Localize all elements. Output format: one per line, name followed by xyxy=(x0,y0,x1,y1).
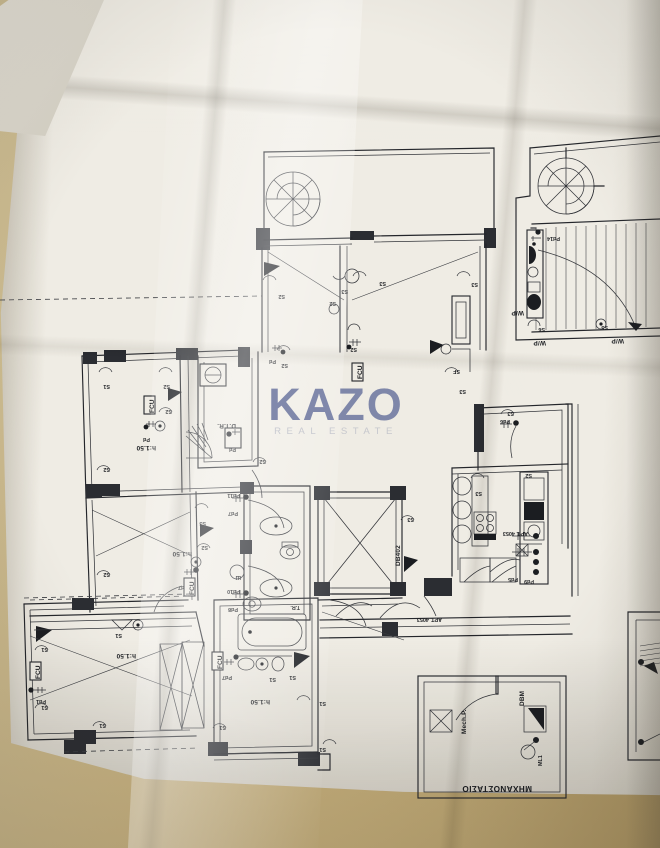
label-s3-a: S3 xyxy=(379,280,386,286)
label-ml1: ML1 xyxy=(538,755,544,766)
inset-top-right: W/P W/P W/P Pd14 S6 S5 xyxy=(511,135,660,346)
label-pd-left: Pd xyxy=(143,436,150,442)
stair-core: D.T.R. Pd S2 xyxy=(185,351,267,499)
label-s2-h: S2 xyxy=(103,571,110,577)
stair-fan xyxy=(185,422,213,459)
label-height-3: h:1.50 xyxy=(116,652,136,659)
label-pd7-c: Pd7 xyxy=(222,674,232,680)
construction-lines xyxy=(0,251,479,701)
label-s2-g: S2 xyxy=(103,466,110,472)
label-s2-f: S2 xyxy=(165,408,172,414)
label-s2-b: S2 xyxy=(281,362,288,368)
label-s3-g: S3 xyxy=(475,490,482,496)
kitchen-block: S3 S2 Pd6 S3 APT. 4053 Pd5 xyxy=(423,403,579,617)
label-height-4: h:1.50 xyxy=(250,698,270,705)
label-pd11: Pd11 xyxy=(227,492,240,498)
label-s1-g: S1 xyxy=(289,674,296,680)
label-apt-tag: APT. 4053 xyxy=(417,616,442,622)
label-tr: T.R. xyxy=(290,604,300,610)
mech-room-block: Mech.P. DBM ML1 ΜΗΧΑΝΟΣΤΑΣΙΟ xyxy=(417,675,567,799)
label-s3-d: S3 xyxy=(459,388,466,394)
balcony-band: APT. 4053 xyxy=(213,602,573,771)
label-pd-dtr: Pd xyxy=(229,446,236,452)
label-pd7-b: Pd7 xyxy=(228,510,238,516)
label-s2-i: S2 xyxy=(201,544,208,550)
label-s1-d: S1 xyxy=(99,722,106,728)
label-p12: APT. 4053 xyxy=(503,530,528,536)
label-s3-h: S3 xyxy=(507,410,514,416)
label-fcu-bottom-left: FCU xyxy=(35,665,42,679)
label-s3-f: S3 xyxy=(407,516,414,522)
inset-right-edge xyxy=(627,611,660,761)
label-pd1: Pd1 xyxy=(36,698,46,704)
label-s1-j: S1 xyxy=(319,746,326,752)
spiral-staircase-inset xyxy=(537,147,605,215)
label-height-2: h:1.50 xyxy=(172,550,192,557)
upper-block: S2 S3 S3 S3 S2 S2 S2 FCU xyxy=(256,147,496,394)
label-s1-i: S1 xyxy=(319,700,326,706)
label-pd10: Pd10 xyxy=(227,588,240,594)
label-mech-panel: Mech.P. xyxy=(461,709,468,734)
label-s1-f: S1 xyxy=(269,676,276,682)
label-s2-a: S2 xyxy=(278,293,285,299)
label-s1-b: S1 xyxy=(41,646,48,652)
label-fcu-upper: FCU xyxy=(357,365,364,379)
label-pd14: Pd14 xyxy=(547,235,560,241)
label-s2-e: S2 xyxy=(163,383,170,389)
label-wp-2: W/P xyxy=(533,339,546,346)
label-fcu-bottom-centre: FCU xyxy=(217,655,224,669)
left-block: S1 S2 S2 h:1.50 FCU Pd S2 S2 S xyxy=(81,347,250,613)
label-sf: SF xyxy=(452,368,460,374)
label-s1-e: S1 xyxy=(115,632,122,638)
label-fcu-left-mid: FCU xyxy=(189,581,196,595)
label-s3-b: S3 xyxy=(341,288,348,294)
label-s2-c: S2 xyxy=(329,300,336,306)
label-s1-a: S1 xyxy=(103,383,110,389)
label-wp-1: W/P xyxy=(511,309,524,316)
label-s1-h: S1 xyxy=(219,724,226,730)
label-db402: DB402 xyxy=(395,545,402,566)
label-s2-j: S2 xyxy=(259,458,266,464)
label-fcu-left-upper: FCU xyxy=(149,399,156,413)
label-fan-1: Ш xyxy=(235,574,241,580)
label-height-1: h:1.50 xyxy=(136,444,156,451)
devices-upper: S2 S3 S3 S3 S2 S2 S2 FCU xyxy=(262,262,478,394)
bottom-left-bedroom: S1 FCU Pd1 S1 S1 S1 h:1.50 xyxy=(23,595,205,754)
spiral-staircase-main xyxy=(265,171,321,227)
shaft-core: DB402 S3 xyxy=(314,486,418,627)
label-pd9: Pd9 xyxy=(524,578,534,584)
label-s2-k: S2 xyxy=(525,472,532,478)
label-s6: S6 xyxy=(538,326,545,332)
label-s3-c: S3 xyxy=(471,281,478,287)
label-pd6: Pd6 xyxy=(500,418,510,424)
label-dbm: DBM xyxy=(519,691,526,706)
bottom-centre-bath: S1 h:1.50 S1 FCU Pd7 S1 S1 S1 T.R. xyxy=(208,597,337,766)
label-wp-3: W/P xyxy=(611,337,624,344)
label-s1-c: S1 xyxy=(41,704,48,710)
label-pd8: Pd8 xyxy=(228,606,238,612)
label-pd5: Pd5 xyxy=(508,576,518,582)
label-pd-upper: Pd xyxy=(269,358,276,364)
label-mech-room-title: ΜΗΧΑΝΟΣΤΑΣΙΟ xyxy=(462,784,532,793)
